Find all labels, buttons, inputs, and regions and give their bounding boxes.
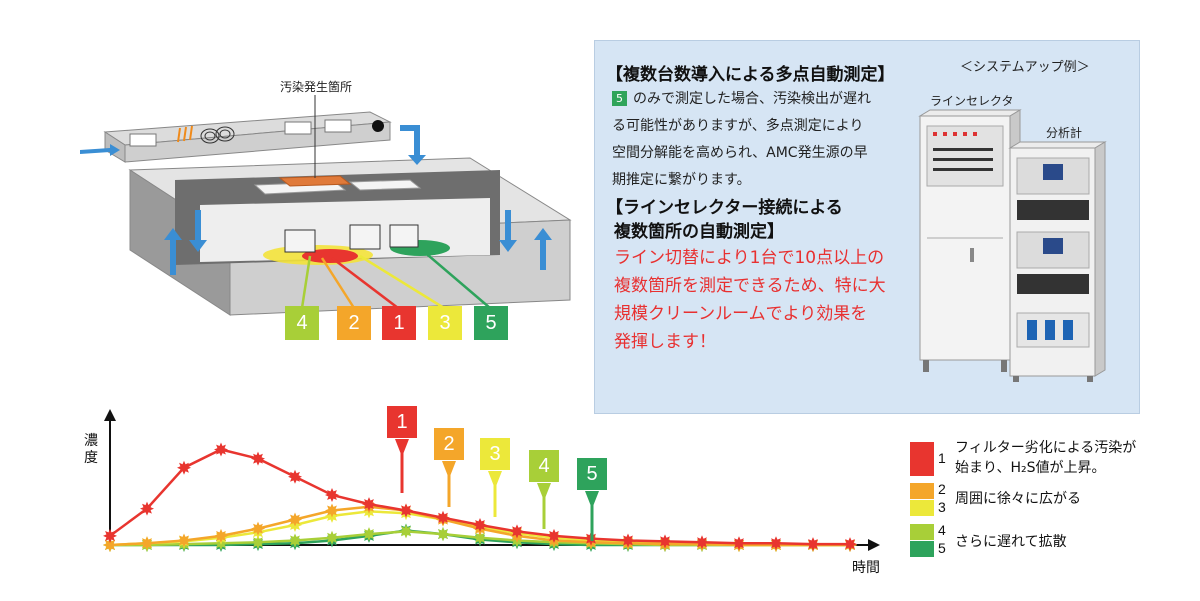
y-axis-label: 濃度 (84, 433, 98, 466)
sensor-5-badge: 5 (612, 91, 627, 106)
series-1-point (843, 537, 857, 552)
pin-label-3: 3 (480, 438, 510, 470)
pin-stem-2 (442, 461, 456, 507)
legend-swatch-2 (910, 483, 934, 499)
series-4-point (288, 533, 302, 548)
x-axis-arrowhead (868, 539, 880, 551)
series-1-point (510, 524, 524, 539)
legend-swatch-3 (910, 500, 934, 516)
series-2-point (177, 533, 191, 548)
equipment-illustration (918, 109, 1107, 382)
series-1-point (214, 442, 228, 457)
concentration-chart (103, 409, 880, 552)
line-selector-description: ライン切替により1台で10点以上の 複数箇所を測定できるため、特に大 規模クリー… (614, 248, 886, 352)
airflow-arrows (80, 125, 552, 275)
series-1-point (399, 503, 413, 518)
series-1-point (103, 528, 117, 543)
series-4-point (399, 524, 413, 539)
legend-number-5: 5 (938, 540, 946, 556)
series-4-point (251, 535, 265, 550)
series-1-point (621, 533, 635, 548)
y-axis-arrowhead (104, 409, 116, 421)
legend-number-2: 2 (938, 481, 946, 497)
series-2-point (103, 538, 117, 552)
heading-line-selector: 【ラインセレクター接続による 複数箇所の自動測定】 (606, 198, 843, 242)
legend-number-4: 4 (938, 522, 946, 538)
series-1-point (769, 536, 783, 551)
series-1-point (325, 488, 339, 502)
pin-label-4: 4 (529, 450, 559, 482)
heat-icon (177, 125, 193, 143)
series-1-point (436, 510, 450, 525)
legend-swatch-1 (910, 442, 934, 476)
heading-multi-point: 【複数台数導入による多点自動測定】 (606, 65, 895, 85)
pin-stem-5 (585, 491, 599, 541)
fan-icon (200, 126, 235, 144)
series-2-point (251, 521, 265, 536)
pin-label-5: 5 (577, 458, 607, 490)
sensor-box-5: 5 (474, 306, 508, 340)
legend-swatch-5 (910, 541, 934, 557)
series-1-point (251, 451, 265, 466)
legend-number-1: 1 (938, 450, 946, 466)
cleanroom-diagram (80, 95, 572, 316)
system-example-label: ＜システムアップ例＞ (960, 60, 1090, 75)
series-2-point (140, 536, 154, 551)
sensor-box-1: 1 (382, 306, 416, 340)
sensor-box-4: 4 (285, 306, 319, 340)
series-1-point (362, 497, 376, 512)
series-1-point (288, 469, 302, 484)
series-2-point (214, 528, 228, 543)
series-1-point (473, 518, 487, 532)
legend-swatch-4 (910, 524, 934, 540)
series-1-point (695, 535, 709, 550)
series-1-point (547, 528, 561, 543)
legend-text-1: フィルター劣化による汚染が 始まり、H₂S値が上昇。 (955, 440, 1137, 476)
series-4-point (362, 527, 376, 542)
pin-stem-3 (488, 471, 502, 517)
series-4-point (473, 530, 487, 545)
series-1-point (177, 460, 191, 475)
legend-text-2: 周囲に徐々に広がる (955, 491, 1081, 507)
analyzer-label: 分析計 (1046, 126, 1083, 140)
x-axis-label: 時間 (852, 560, 880, 576)
sensor-box-3: 3 (428, 306, 462, 340)
series-1-point (732, 536, 746, 551)
series-1-point (140, 501, 154, 516)
pin-stem-1 (395, 439, 409, 493)
legend-text-3: さらに遅れて拡散 (955, 534, 1067, 550)
series-1-point (806, 537, 820, 552)
series-1-point (658, 534, 672, 549)
series-2-point (288, 512, 302, 527)
series-2-point (325, 503, 339, 518)
pin-label-1: 1 (387, 406, 417, 438)
sensor-box-2: 2 (337, 306, 371, 340)
line-selector-label: ラインセレクタ (930, 94, 1014, 108)
series-4-point (436, 527, 450, 542)
series-4-point (325, 530, 339, 545)
pin-stem-4 (537, 483, 551, 529)
legend-number-3: 3 (938, 499, 946, 515)
source-label: 汚染発生箇所 (280, 80, 353, 94)
pin-label-2: 2 (434, 428, 464, 460)
